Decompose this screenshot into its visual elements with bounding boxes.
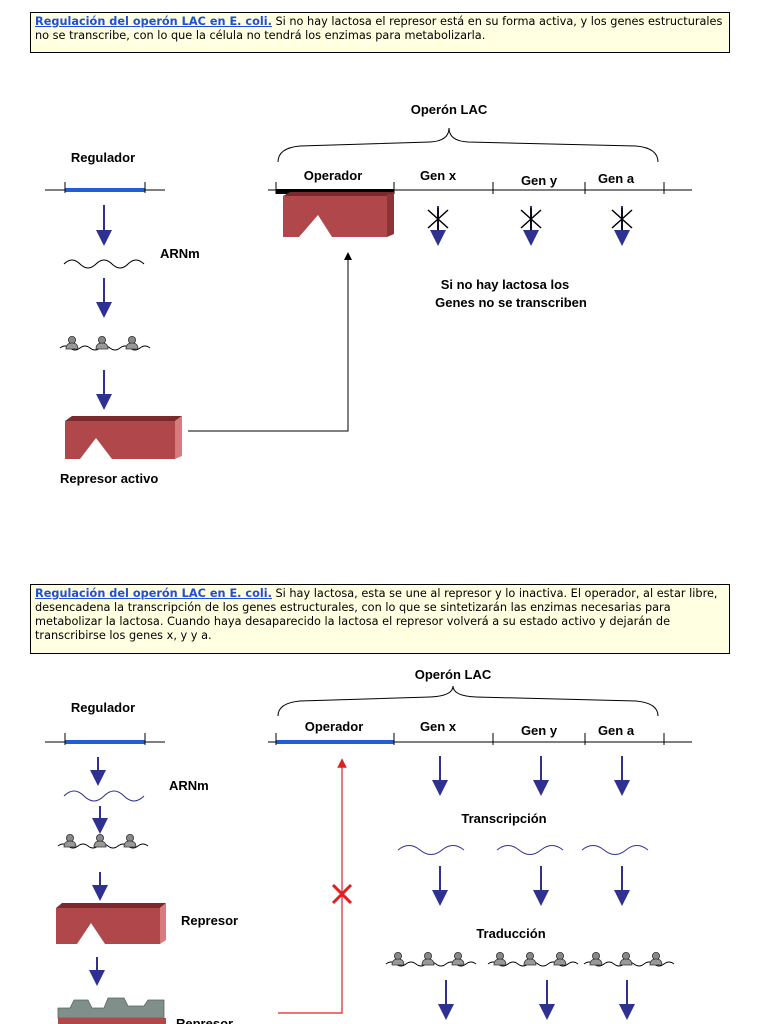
top-diagram: Operón LAC Regulador Operador Gen x Gen …: [45, 102, 692, 486]
bottom-transcription-label: Transcripción: [461, 811, 546, 826]
bottom-mrna-label: ARNm: [169, 778, 209, 793]
top-repressor-binding-arrow: [188, 252, 352, 432]
top-caption-note: Regulación del operón LAC en E. coli. Si…: [30, 12, 730, 53]
top-gene-a-label: Gen a: [598, 171, 635, 186]
top-ribosome-chain: [60, 336, 150, 350]
bottom-caption-text: Si hay lactosa, esta se une al represor …: [35, 587, 718, 642]
bottom-mrna-x: [397, 845, 465, 855]
bottom-repressor-label: Represor: [181, 913, 238, 928]
top-active-repressor-label: Represor activo: [60, 471, 158, 486]
top-blocked-gene-a: [611, 206, 633, 246]
top-gene-x-label: Gen x: [420, 168, 457, 183]
top-operon-label: Operón LAC: [411, 102, 488, 117]
bottom-translation-label: Traducción: [476, 926, 545, 941]
top-gene-y-label: Gen y: [521, 173, 558, 188]
bottom-mrna-a: [581, 845, 649, 855]
top-operon-brace: [277, 127, 659, 163]
bottom-ribosome-chain-y: [488, 952, 578, 966]
bottom-regulator-gene: [65, 740, 145, 744]
bottom-ribosome-chain-regulator: [58, 834, 148, 848]
bottom-gene-x-label: Gen x: [420, 719, 457, 734]
bottom-operator-bar-free: [276, 740, 394, 744]
top-no-lactose-line2: Genes no se transcriben: [435, 295, 587, 310]
bottom-caption-title-link[interactable]: Regulación del operón LAC en E. coli.: [35, 587, 272, 600]
bottom-gene-a-label: Gen a: [598, 723, 635, 738]
bottom-inactive-repressor-with-lactose: [57, 997, 166, 1024]
top-repressor-bound: [283, 192, 394, 237]
top-no-lactose-line1: Si no hay lactosa los: [441, 277, 570, 292]
top-operator-label: Operador: [304, 168, 363, 183]
top-blocked-gene-y: [520, 206, 542, 246]
top-caption-title-link[interactable]: Regulación del operón LAC en E. coli.: [35, 15, 272, 28]
bottom-mrna-y: [496, 845, 564, 855]
bottom-operon-label: Operón LAC: [415, 667, 492, 682]
top-operator-bar: [276, 189, 394, 194]
top-mrna-wave: [63, 259, 145, 269]
bottom-regulator-label: Regulador: [71, 700, 135, 715]
bottom-operator-label: Operador: [305, 719, 364, 734]
top-blocked-gene-x: [427, 206, 449, 246]
bottom-mrna-wave: [63, 790, 145, 802]
bottom-ribosome-chain-a: [584, 952, 674, 966]
bottom-operon-brace: [277, 685, 659, 717]
bottom-caption-note: Regulación del operón LAC en E. coli. Si…: [30, 584, 730, 654]
bottom-ribosome-chain-x: [386, 952, 476, 966]
top-regulator-gene: [65, 188, 145, 192]
bottom-inactive-repressor-label: Represor: [176, 1016, 233, 1024]
top-regulator-label: Regulador: [71, 150, 135, 165]
bottom-gene-y-label: Gen y: [521, 723, 558, 738]
top-mrna-label: ARNm: [160, 246, 200, 261]
bottom-repressor: [56, 903, 166, 944]
bottom-red-x-icon: [331, 883, 353, 905]
bottom-red-binding-path: [278, 758, 347, 1014]
bottom-diagram: Operón LAC Regulador Operador Gen x Gen …: [45, 667, 692, 1024]
top-active-repressor: [65, 416, 182, 459]
top-caption-text: Si no hay lactosa el represor está en su…: [35, 15, 723, 42]
